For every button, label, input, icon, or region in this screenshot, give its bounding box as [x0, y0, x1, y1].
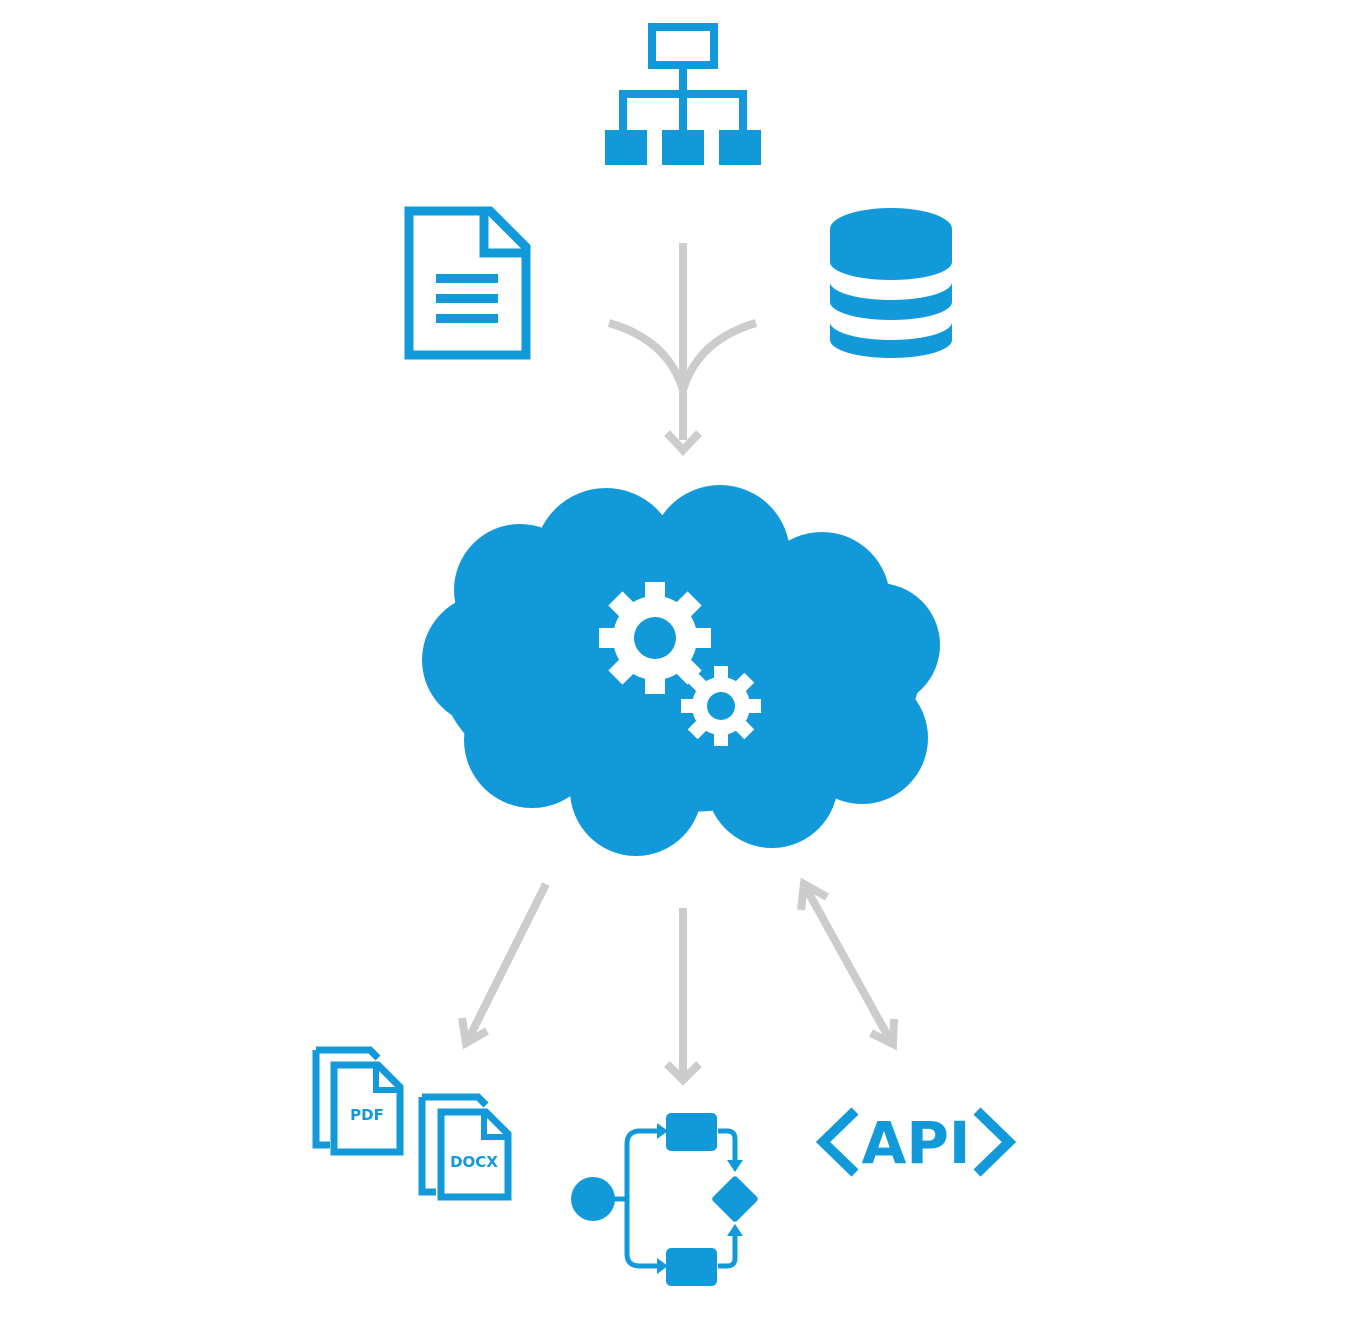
- incoming-arrowhead: [664, 430, 702, 456]
- pdf-file-icon: PDF: [312, 1046, 404, 1156]
- large-gear-icon: [599, 582, 711, 694]
- pdf-label: PDF: [350, 1106, 384, 1124]
- outgoing-arrowhead-workflow: [664, 1061, 702, 1086]
- outgoing-arrow-files: [464, 882, 550, 1042]
- workflow-task-top: [666, 1113, 717, 1151]
- bidirectional-arrowhead-bottom: [869, 1018, 898, 1051]
- incoming-arrows: [607, 243, 758, 456]
- outgoing-arrowhead-files: [458, 1017, 489, 1050]
- workflow-start-node: [571, 1177, 615, 1221]
- document-icon: [404, 206, 531, 360]
- incoming-arrow-left: [607, 319, 687, 392]
- docx-file-icon: DOCX: [418, 1093, 512, 1201]
- hierarchy-icon: [605, 23, 761, 165]
- workflow-task-bottom: [666, 1248, 717, 1286]
- bidirectional-arrowhead-top: [797, 877, 829, 911]
- docx-label: DOCX: [450, 1153, 498, 1171]
- workflow-icon: [571, 1113, 758, 1286]
- database-icon: [830, 208, 952, 358]
- workflow-decision-node: [712, 1176, 758, 1222]
- pdf-docx-files-icon: PDF DOCX: [312, 1046, 512, 1201]
- cloud-gears-icon: [422, 485, 940, 856]
- bidirectional-arrow-api: [802, 886, 894, 1042]
- outgoing-arrows: [458, 877, 898, 1086]
- api-icon: API: [815, 1107, 1017, 1177]
- incoming-arrow-right: [679, 319, 758, 392]
- small-gear-icon: [681, 666, 761, 746]
- api-label: API: [862, 1109, 971, 1177]
